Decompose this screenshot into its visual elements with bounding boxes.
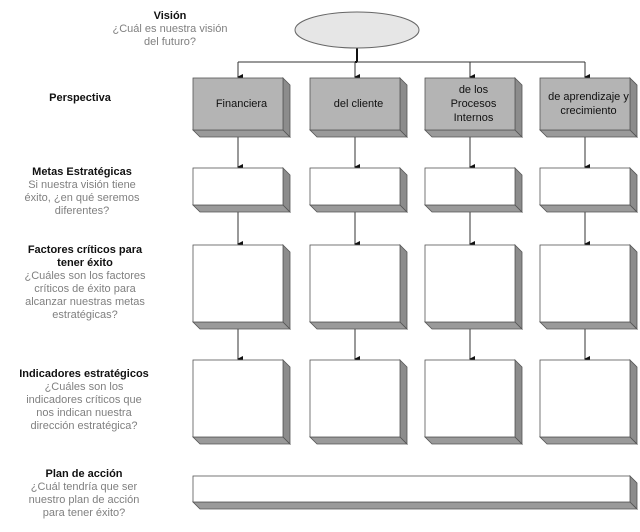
- box-bottom-face: [424, 321, 523, 330]
- factores-box: [424, 244, 523, 330]
- box-front-face: [309, 167, 401, 206]
- box-front-face: [192, 244, 284, 323]
- box-front-face: [539, 244, 631, 323]
- factores-box: [539, 244, 638, 330]
- box-side-face: [399, 359, 408, 445]
- boxes: [192, 77, 638, 510]
- box-side-face: [282, 244, 291, 330]
- row-question: Si nuestra visión tiene éxito, ¿en qué s…: [24, 179, 140, 217]
- box-side-face: [514, 359, 523, 445]
- box-front-face: [424, 77, 516, 131]
- box-front-face: [192, 475, 631, 503]
- vision-question: ¿Cuál es nuestra visión del futuro?: [112, 23, 228, 48]
- factores-box: [192, 244, 291, 330]
- metas-box: [539, 167, 638, 213]
- metas-box: [424, 167, 523, 213]
- box-bottom-face: [539, 204, 638, 213]
- box-side-face: [629, 167, 638, 213]
- perspective-financiera: Financiera: [215, 98, 268, 110]
- box-front-face: [424, 167, 516, 206]
- box-front-face: [424, 244, 516, 323]
- row-label-factores: Factores críticos para tener éxito ¿Cuál…: [20, 244, 150, 322]
- vision-title: Visión: [153, 10, 187, 22]
- box-front-face: [309, 77, 401, 131]
- row-label-perspectiva: Perspectiva: [20, 92, 140, 105]
- indicadores-box: [424, 359, 523, 445]
- row-label-plan: Plan de acción ¿Cuál tendría que ser nue…: [14, 468, 154, 520]
- vision-label: Visión ¿Cuál es nuestra visión del futur…: [110, 10, 230, 49]
- box-side-face: [399, 167, 408, 213]
- row-question: ¿Cuáles son los indicadores críticos que…: [26, 381, 142, 432]
- box-bottom-face: [192, 321, 291, 330]
- perspective-aprendizaje: de aprendizaje y crecimiento: [548, 91, 629, 117]
- box-side-face: [514, 244, 523, 330]
- box-side-face: [282, 359, 291, 445]
- box-front-face: [192, 167, 284, 206]
- box-bottom-face: [539, 436, 638, 445]
- perspective-box: [309, 77, 408, 138]
- box-front-face: [539, 167, 631, 206]
- row-question: ¿Cuál tendría que ser nuestro plan de ac…: [28, 481, 140, 519]
- box-side-face: [629, 359, 638, 445]
- box-front-face: [539, 77, 631, 131]
- box-side-face: [514, 167, 523, 213]
- box-bottom-face: [192, 436, 291, 445]
- metas-box: [192, 167, 291, 213]
- box-bottom-face: [192, 129, 291, 138]
- box-bottom-face: [539, 321, 638, 330]
- connectors: [237, 48, 590, 362]
- box-bottom-face: [539, 129, 638, 138]
- row-label-indicadores: Indicadores estratégicos ¿Cuáles son los…: [14, 368, 154, 433]
- box-front-face: [192, 77, 284, 131]
- indicadores-box: [309, 359, 408, 445]
- row-label-metas: Metas Estratégicas Si nuestra visión tie…: [12, 166, 152, 218]
- box-bottom-face: [309, 129, 408, 138]
- box-front-face: [309, 244, 401, 323]
- indicadores-box: [539, 359, 638, 445]
- perspective-procesos: de los Procesos Internos: [450, 84, 497, 124]
- box-side-face: [282, 167, 291, 213]
- row-title: Perspectiva: [49, 92, 111, 104]
- perspective-cliente: del cliente: [333, 98, 384, 110]
- box-bottom-face: [309, 204, 408, 213]
- box-bottom-face: [424, 204, 523, 213]
- row-title: Metas Estratégicas: [32, 166, 132, 178]
- box-front-face: [309, 359, 401, 438]
- box-front-face: [424, 359, 516, 438]
- plan-box: [192, 475, 638, 510]
- box-bottom-face: [424, 129, 523, 138]
- factores-box: [309, 244, 408, 330]
- box-side-face: [399, 244, 408, 330]
- box-front-face: [539, 359, 631, 438]
- box-bottom-face: [192, 501, 638, 510]
- perspective-box: [192, 77, 291, 138]
- perspective-box: [539, 77, 638, 138]
- box-front-face: [192, 359, 284, 438]
- indicadores-box: [192, 359, 291, 445]
- box-bottom-face: [309, 321, 408, 330]
- row-question: ¿Cuáles son los factores críticos de éxi…: [24, 270, 146, 321]
- box-bottom-face: [192, 204, 291, 213]
- box-bottom-face: [424, 436, 523, 445]
- row-title: Plan de acción: [45, 468, 123, 480]
- box-side-face: [629, 244, 638, 330]
- row-title: Indicadores estratégicos: [19, 368, 149, 380]
- row-title: Factores críticos para tener éxito: [27, 244, 143, 269]
- vision-ellipse: [294, 11, 420, 49]
- perspective-box: [424, 77, 523, 138]
- box-bottom-face: [309, 436, 408, 445]
- metas-box: [309, 167, 408, 213]
